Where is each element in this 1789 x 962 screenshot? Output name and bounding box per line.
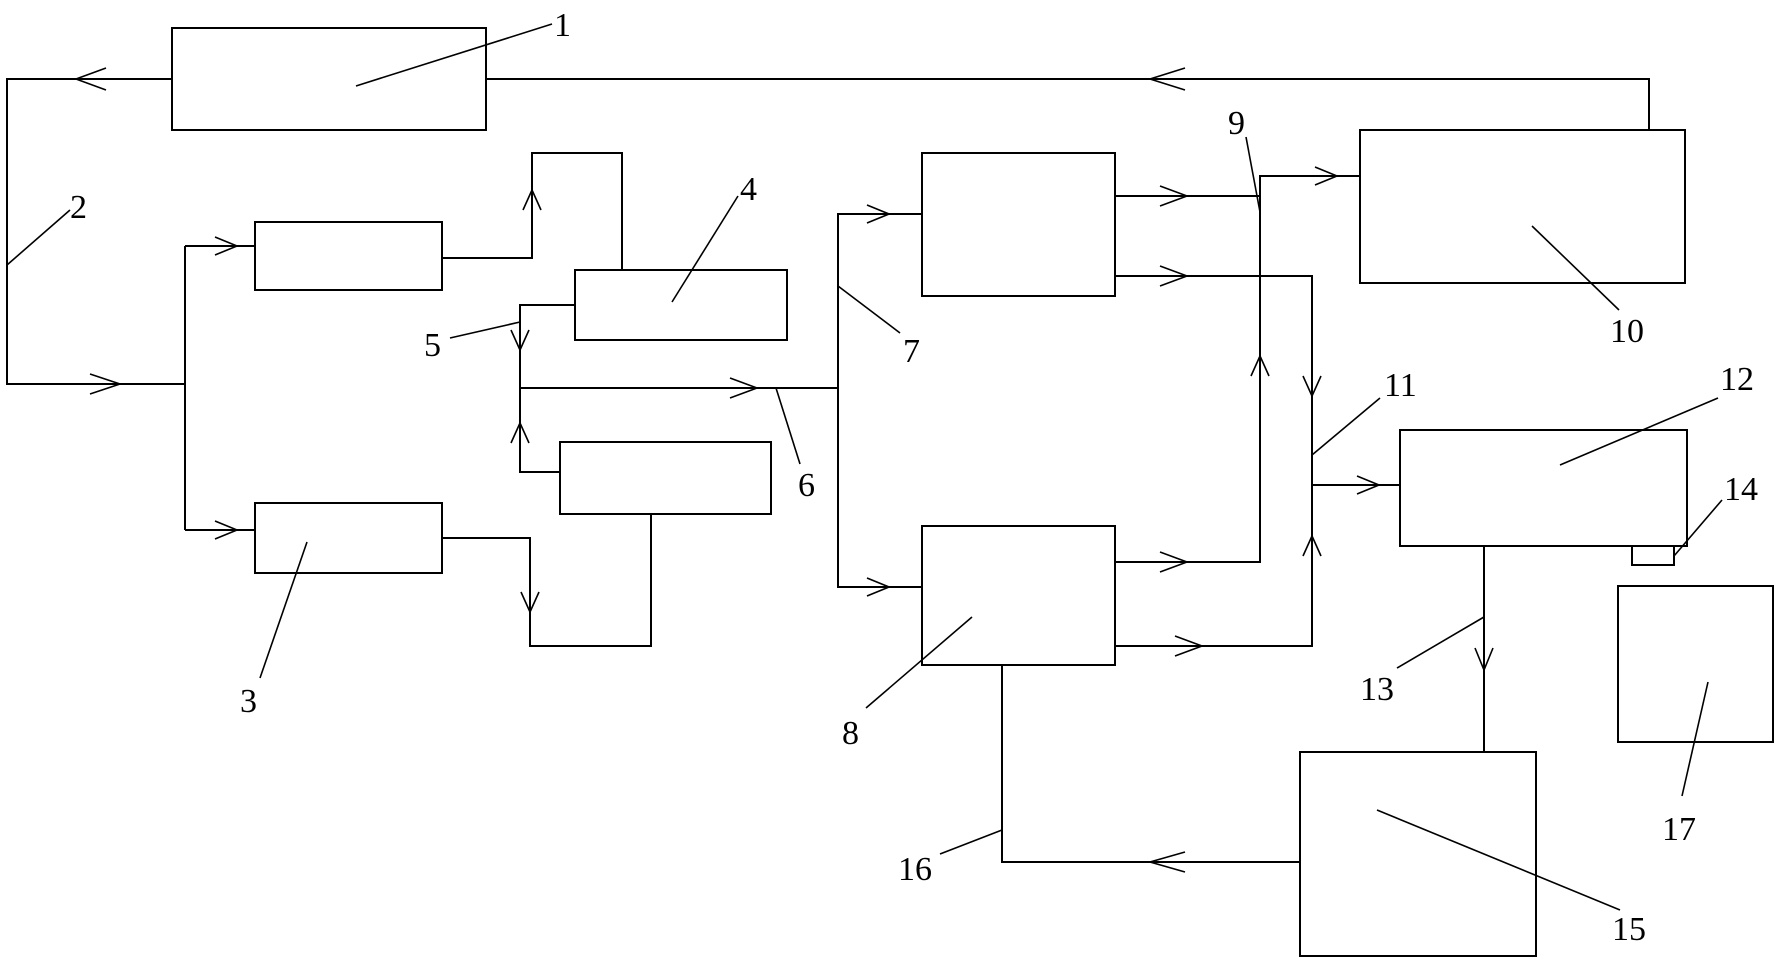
arrow-to-3 bbox=[214, 520, 240, 540]
line-9-to-10 bbox=[1259, 175, 1360, 196]
line-10-to-1 bbox=[486, 78, 1650, 130]
arrow-right-main bbox=[89, 373, 123, 395]
arrow-down-5 bbox=[510, 329, 530, 352]
leader-4 bbox=[671, 195, 739, 303]
line-8-to-11 bbox=[1115, 485, 1313, 647]
label-10: 10 bbox=[1610, 313, 1644, 350]
leader-6 bbox=[775, 387, 801, 465]
arrow-uc-out-2 bbox=[1159, 265, 1190, 287]
line-8-to-9 bbox=[1115, 196, 1261, 563]
label-11: 11 bbox=[1384, 367, 1417, 404]
leader-16 bbox=[939, 829, 1003, 855]
arrow-up-upper-left-out bbox=[522, 188, 542, 211]
arrow-up-11 bbox=[1302, 534, 1322, 557]
block-10 bbox=[1359, 129, 1686, 284]
arrow-down-11 bbox=[1302, 375, 1322, 398]
arrow-left-top-1 bbox=[73, 67, 107, 91]
block-8 bbox=[921, 525, 1116, 666]
leader-5 bbox=[449, 321, 521, 339]
block-1 bbox=[171, 27, 487, 131]
line-lower-middle-up bbox=[519, 388, 560, 473]
arrow-to-8 bbox=[866, 577, 892, 597]
arrow-to-upper-center bbox=[866, 204, 892, 224]
leader-17 bbox=[1681, 681, 1709, 797]
leader-9 bbox=[1245, 136, 1261, 213]
line-16 bbox=[1001, 665, 1300, 863]
arrow-down-13 bbox=[1474, 647, 1494, 673]
block-3 bbox=[254, 502, 443, 574]
block-upper-left bbox=[254, 221, 443, 291]
leader-2 bbox=[6, 209, 71, 266]
arrow-up-9 bbox=[1250, 354, 1270, 377]
line-3-out bbox=[442, 514, 652, 647]
arrow-to-12 bbox=[1356, 475, 1382, 495]
label-4: 4 bbox=[740, 171, 757, 208]
arrow-to-10 bbox=[1314, 166, 1340, 186]
line-upper-left-out bbox=[442, 152, 623, 270]
label-13: 13 bbox=[1360, 671, 1394, 708]
block-upper-center bbox=[921, 152, 1116, 297]
leader-11 bbox=[1311, 397, 1381, 456]
leader-10 bbox=[1531, 225, 1620, 311]
leader-13 bbox=[1396, 616, 1485, 669]
arrow-up-lower bbox=[510, 421, 530, 444]
line-uc-to-11 bbox=[1115, 275, 1313, 485]
block-17 bbox=[1617, 585, 1774, 743]
block-lower-middle bbox=[559, 441, 772, 515]
arrow-8-out-2 bbox=[1174, 635, 1205, 657]
label-12: 12 bbox=[1720, 361, 1754, 398]
label-8: 8 bbox=[842, 715, 859, 752]
label-15: 15 bbox=[1612, 911, 1646, 948]
label-1: 1 bbox=[554, 7, 571, 44]
block-15 bbox=[1299, 751, 1537, 957]
label-9: 9 bbox=[1228, 105, 1245, 142]
leader-14 bbox=[1673, 499, 1723, 557]
label-2: 2 bbox=[70, 189, 87, 226]
leader-1 bbox=[355, 23, 553, 87]
label-16: 16 bbox=[898, 851, 932, 888]
arrow-right-6 bbox=[729, 377, 760, 399]
label-3: 3 bbox=[240, 683, 257, 720]
arrow-left-top-2 bbox=[1147, 67, 1186, 91]
label-6: 6 bbox=[798, 467, 815, 504]
arrow-to-upper-left bbox=[214, 236, 240, 256]
block-4 bbox=[574, 269, 788, 341]
sensor-14 bbox=[1631, 545, 1675, 566]
leader-12 bbox=[1559, 397, 1719, 466]
label-17: 17 bbox=[1662, 811, 1696, 848]
leader-7 bbox=[837, 285, 901, 334]
label-14: 14 bbox=[1724, 471, 1758, 508]
arrow-8-out-1 bbox=[1159, 551, 1190, 573]
arrow-left-16 bbox=[1147, 851, 1186, 873]
line-5 bbox=[519, 304, 575, 388]
leader-15 bbox=[1376, 809, 1621, 911]
label-5: 5 bbox=[424, 327, 441, 364]
block-12 bbox=[1399, 429, 1688, 547]
arrow-down-3-out bbox=[520, 591, 540, 614]
leader-8 bbox=[865, 616, 973, 709]
arrow-uc-out-1 bbox=[1159, 185, 1190, 207]
label-7: 7 bbox=[903, 333, 920, 370]
line-2-loop bbox=[6, 78, 185, 385]
line-7 bbox=[837, 213, 922, 588]
leader-3 bbox=[259, 541, 308, 679]
